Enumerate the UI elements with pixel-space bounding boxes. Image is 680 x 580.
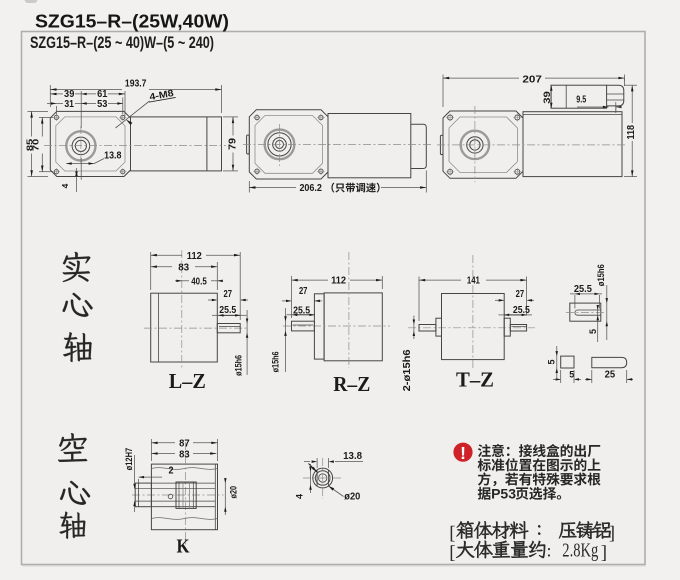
svg-text:206.2: 206.2 [299,183,322,194]
svg-text:70: 70 [31,138,41,151]
svg-text:5: 5 [546,359,556,364]
svg-text:25.5: 25.5 [293,306,310,317]
svg-text:T–Z: T–Z [456,367,494,391]
svg-text:25: 25 [605,370,616,381]
svg-text:2: 2 [169,466,174,477]
svg-text:118: 118 [626,125,637,140]
svg-text:85: 85 [25,138,35,151]
svg-text:27: 27 [299,286,308,297]
svg-text:25.5: 25.5 [574,284,592,295]
svg-text:ø20: ø20 [344,492,360,503]
svg-text:87: 87 [179,439,190,450]
svg-text:39: 39 [64,89,75,100]
svg-text:141: 141 [467,276,480,287]
svg-text:193.7: 193.7 [125,79,147,90]
svg-text:13.8: 13.8 [104,151,122,162]
svg-text:4: 4 [60,183,70,188]
svg-text:]: ] [609,523,615,544]
svg-text:207: 207 [522,74,542,85]
svg-text:9.5: 9.5 [576,95,586,106]
svg-text::: : [547,540,552,560]
svg-text:[: [ [449,543,455,564]
svg-text:25.5: 25.5 [219,305,236,316]
svg-text:61: 61 [97,89,108,100]
svg-text:79: 79 [228,138,239,150]
svg-text:112: 112 [187,251,202,262]
svg-text:[: [ [449,523,455,544]
svg-text:ø15h6: ø15h6 [596,264,607,286]
svg-text:83: 83 [179,450,190,461]
svg-text:83: 83 [178,262,189,273]
svg-text:31: 31 [64,99,74,110]
svg-text:39: 39 [542,91,552,104]
svg-text:K: K [177,536,190,558]
svg-text:2.8Kg: 2.8Kg [562,540,598,561]
svg-text:25.5: 25.5 [513,305,530,316]
svg-text:2-ø15h6: 2-ø15h6 [402,349,413,391]
svg-text:ø20: ø20 [229,486,239,499]
svg-text:5: 5 [588,329,598,334]
svg-text:L–Z: L–Z [169,369,206,393]
svg-text:SZG15–R–(25W,40W): SZG15–R–(25W,40W) [35,10,229,31]
svg-text:27: 27 [516,289,525,300]
svg-text:ø12H7: ø12H7 [124,448,134,471]
svg-text:5: 5 [569,370,575,381]
svg-text:27: 27 [224,289,233,300]
svg-text:SZG15–R–(25 ~ 40)W–(5 ~ 240): SZG15–R–(25 ~ 40)W–(5 ~ 240) [30,34,214,52]
svg-text:53: 53 [97,99,108,110]
svg-text:!: ! [460,443,466,463]
svg-text:]: ] [601,543,607,564]
svg-text:4: 4 [294,494,304,499]
svg-text:R–Z: R–Z [333,372,370,396]
svg-text:4-M8: 4-M8 [149,88,175,103]
svg-text:ø15h6: ø15h6 [271,351,282,372]
svg-text:P53: P53 [491,486,516,502]
svg-text:112: 112 [331,276,346,287]
svg-text:13.8: 13.8 [343,451,362,462]
svg-text:ø15h6: ø15h6 [233,355,244,376]
svg-text:40.5: 40.5 [191,276,207,287]
